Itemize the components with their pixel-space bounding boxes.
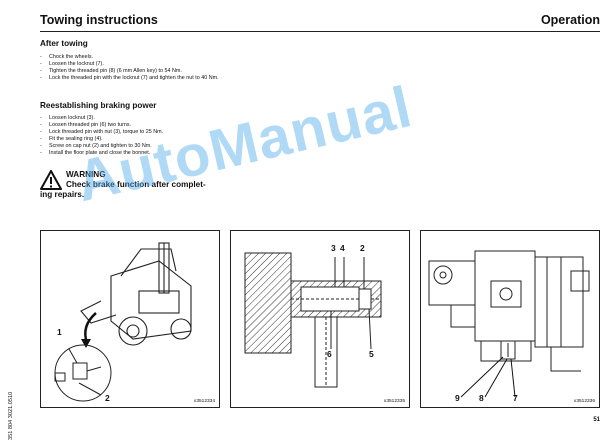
warning-text: Check brake function after complet- [66, 180, 206, 189]
after-towing-steps: Chock the wheels. Loosen the locknut (7)… [40, 54, 260, 82]
braking-power-heading: Reestablishing braking power [40, 101, 157, 110]
list-item: Loosen threaded pin (6) two turns. [40, 122, 260, 129]
list-item: Lock the threaded pin with the locknut (… [40, 75, 260, 82]
warning-title: WARNING [66, 170, 106, 179]
figure-brake-section: 3 4 2 6 5 x3512335 [230, 230, 410, 408]
page-title: Towing instructions [40, 13, 158, 27]
warning-icon [40, 170, 62, 190]
list-item: Tighten the threaded pin (8) (6 mm Allen… [40, 68, 260, 75]
figure-forklift: 1 2 x3512334 [40, 230, 220, 408]
callout-6: 6 [327, 349, 332, 359]
callout-8: 8 [479, 393, 484, 403]
warning-text-cont: ing repairs. [40, 190, 85, 199]
callout-9: 9 [455, 393, 460, 403]
figure-code: x3512334 [193, 399, 215, 404]
watermark-text: AutoManual [70, 74, 418, 215]
valve-assembly-illustration [428, 250, 590, 398]
callout-2: 2 [360, 243, 365, 253]
header-divider [40, 31, 600, 32]
section-label: Operation [540, 13, 600, 27]
brake-section-illustration [244, 252, 382, 388]
list-item: Chock the wheels. [40, 54, 260, 61]
list-item: Screw on cap nut (2) and tighten to 30 N… [40, 143, 260, 150]
callout-4: 4 [340, 243, 345, 253]
list-item: Lock threaded pin with nut (3), torque t… [40, 129, 260, 136]
list-item: Loosen locknut (3). [40, 115, 260, 122]
page-number: 51 [593, 417, 600, 423]
list-item: Loosen the locknut (7). [40, 61, 260, 68]
list-item: Install the floor plate and close the bo… [40, 150, 260, 157]
figure-code: x3512336 [573, 399, 595, 404]
braking-power-steps: Loosen locknut (3). Loosen threaded pin … [40, 115, 260, 156]
figure-code: x3512335 [383, 399, 405, 404]
callout-5: 5 [369, 349, 374, 359]
list-item: Fit the sealing ring (4). [40, 136, 260, 143]
forklift-illustration [54, 242, 192, 402]
callout-3: 3 [331, 243, 336, 253]
figure-valve-assembly: 9 8 7 x3512336 [420, 230, 600, 408]
callout-2: 2 [105, 393, 110, 403]
after-towing-heading: After towing [40, 39, 88, 48]
callout-1: 1 [57, 327, 62, 337]
document-code: 351 804 3021.0510 [8, 391, 14, 440]
callout-7: 7 [513, 393, 518, 403]
